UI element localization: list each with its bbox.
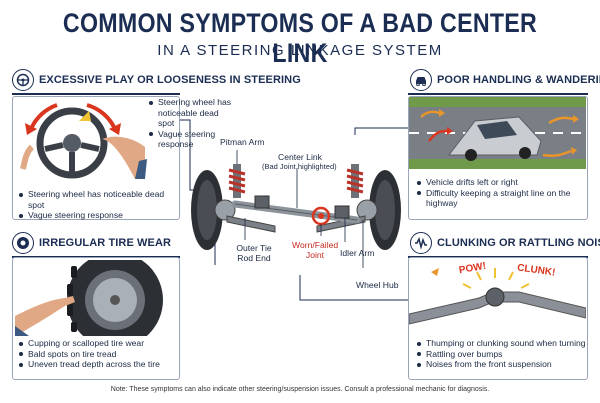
list-item: Vague steering response (149, 129, 237, 150)
tire-title-rule (12, 256, 180, 258)
list-item: Rattling over bumps (417, 349, 587, 360)
noise-panel-header: CLUNKING OR RATTLING NOISES (410, 232, 600, 254)
label-worn-joint: Worn/Failed Joint (292, 240, 339, 260)
handling-panel: Vehicle drifts left or right Difficulty … (408, 96, 588, 220)
footer-note: Note: These symptoms can also indicate o… (110, 386, 490, 393)
play-panel-header: EXCESSIVE PLAY OR LOOSENESS IN STEERING (12, 69, 301, 91)
road-car-illustration (409, 97, 586, 169)
handling-title-rule (408, 93, 588, 95)
linkage-noise-illustration (409, 268, 586, 325)
label-center-link: Center Link (278, 152, 322, 162)
steering-linkage-diagram (191, 150, 401, 268)
list-item: Steering wheel has noticeable dead spot (149, 97, 237, 129)
car-icon (410, 69, 432, 91)
steering-wheel-icon (12, 69, 34, 91)
tire-panel: Cupping or scalloped tire wear Bald spot… (12, 257, 180, 380)
noise-title-rule (408, 256, 588, 258)
list-item: Difficulty keeping a straight line on th… (417, 188, 583, 209)
list-item: Uneven tread depth across the tire (19, 359, 179, 370)
list-item: Noises from the front suspension (417, 359, 587, 370)
tire-icon (12, 232, 34, 254)
list-item: Bald spots on tire tread (19, 349, 179, 360)
label-pitman-arm: Pitman Arm (220, 137, 265, 147)
page-title: COMMON SYMPTOMS OF A BAD CENTER LINK (62, 8, 538, 68)
play-panel-title: EXCESSIVE PLAY OR LOOSENESS IN STEERING (39, 74, 301, 86)
play-panel: Steering wheel has noticeable dead spot … (12, 96, 231, 221)
noise-panel: POW! CLUNK! Thumping or clunking sound w… (408, 257, 588, 380)
page-subtitle: IN A STEERING LINKAGE SYSTEM (157, 42, 443, 59)
label-wheel-hub: Wheel Hub (356, 280, 399, 290)
handling-panel-title: POOR HANDLING & WANDERING (437, 74, 600, 86)
noise-panel-title: CLUNKING OR RATTLING NOISES (437, 237, 600, 249)
list-item: Steering wheel has noticeable dead spot (19, 189, 179, 210)
list-item: Vehicle drifts left or right (417, 177, 583, 188)
label-center-link-sub: (Bad Joint highlighted) (262, 162, 337, 171)
tire-panel-header: IRREGULAR TIRE WEAR (12, 232, 171, 254)
label-outer-tie-rod: Outer Tie Rod End (236, 243, 272, 263)
tire-bullets: Cupping or scalloped tire wear Bald spot… (19, 338, 179, 370)
tire-panel-title: IRREGULAR TIRE WEAR (39, 237, 172, 249)
list-item: Thumping or clunking sound when turning (417, 338, 587, 349)
label-idler-arm: Idler Arm (340, 248, 375, 258)
play-inline-bullets: Steering wheel has noticeable dead spot … (149, 97, 237, 150)
handling-panel-header: POOR HANDLING & WANDERING (410, 69, 600, 91)
play-bullets: Steering wheel has noticeable dead spot … (19, 189, 179, 221)
play-title-rule (12, 93, 180, 95)
steering-wheel-illustration (20, 103, 147, 179)
sound-wave-icon (410, 232, 432, 254)
handling-bullets: Vehicle drifts left or right Difficulty … (417, 177, 583, 209)
worn-tire-illustration (15, 260, 163, 336)
list-item: Cupping or scalloped tire wear (19, 338, 179, 349)
noise-bullets: Thumping or clunking sound when turning … (417, 338, 587, 370)
list-item: Vague steering response (19, 210, 179, 221)
